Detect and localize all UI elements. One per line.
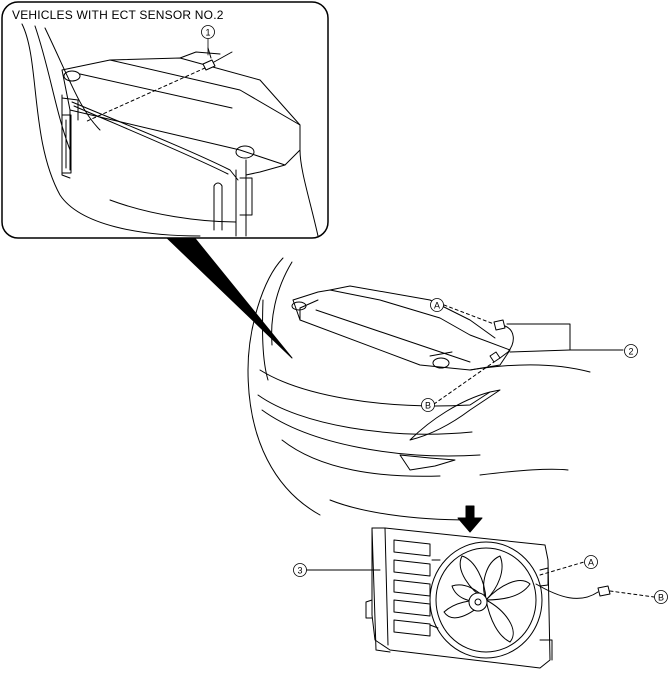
- callout-b-fan-circle: [654, 590, 668, 604]
- vehicle-front-view: [247, 257, 624, 521]
- callout-a-fan-circle: [584, 555, 598, 569]
- inset-car-body: [21, 23, 319, 237]
- inset-frame: [1, 1, 329, 239]
- inset-pointer: [164, 235, 293, 359]
- harness-connector-a: [493, 319, 506, 331]
- callout-a-top-circle: [430, 298, 444, 312]
- callout-3-circle: [293, 563, 307, 577]
- inset-panel: [1, 1, 329, 359]
- callout-2-circle: [624, 344, 638, 358]
- callout-b-top-circle: [421, 398, 435, 412]
- cooling-fan-assembly: [306, 527, 655, 669]
- callout-b-top-label: B: [425, 401, 431, 411]
- callout-b-fan-label: B: [658, 593, 664, 603]
- callout-a-fan-label: A: [588, 558, 594, 568]
- down-arrow-icon: [457, 505, 483, 533]
- callout-1-label: 1: [205, 28, 210, 38]
- fan-connector: [597, 585, 611, 597]
- callout-a-top-label: A: [434, 301, 440, 311]
- callout-3-label: 3: [297, 566, 302, 576]
- callout-1-circle: [201, 25, 215, 39]
- inset-title: VEHICLES WITH ECT SENSOR NO.2: [12, 8, 224, 22]
- callout-2-label: 2: [628, 347, 633, 357]
